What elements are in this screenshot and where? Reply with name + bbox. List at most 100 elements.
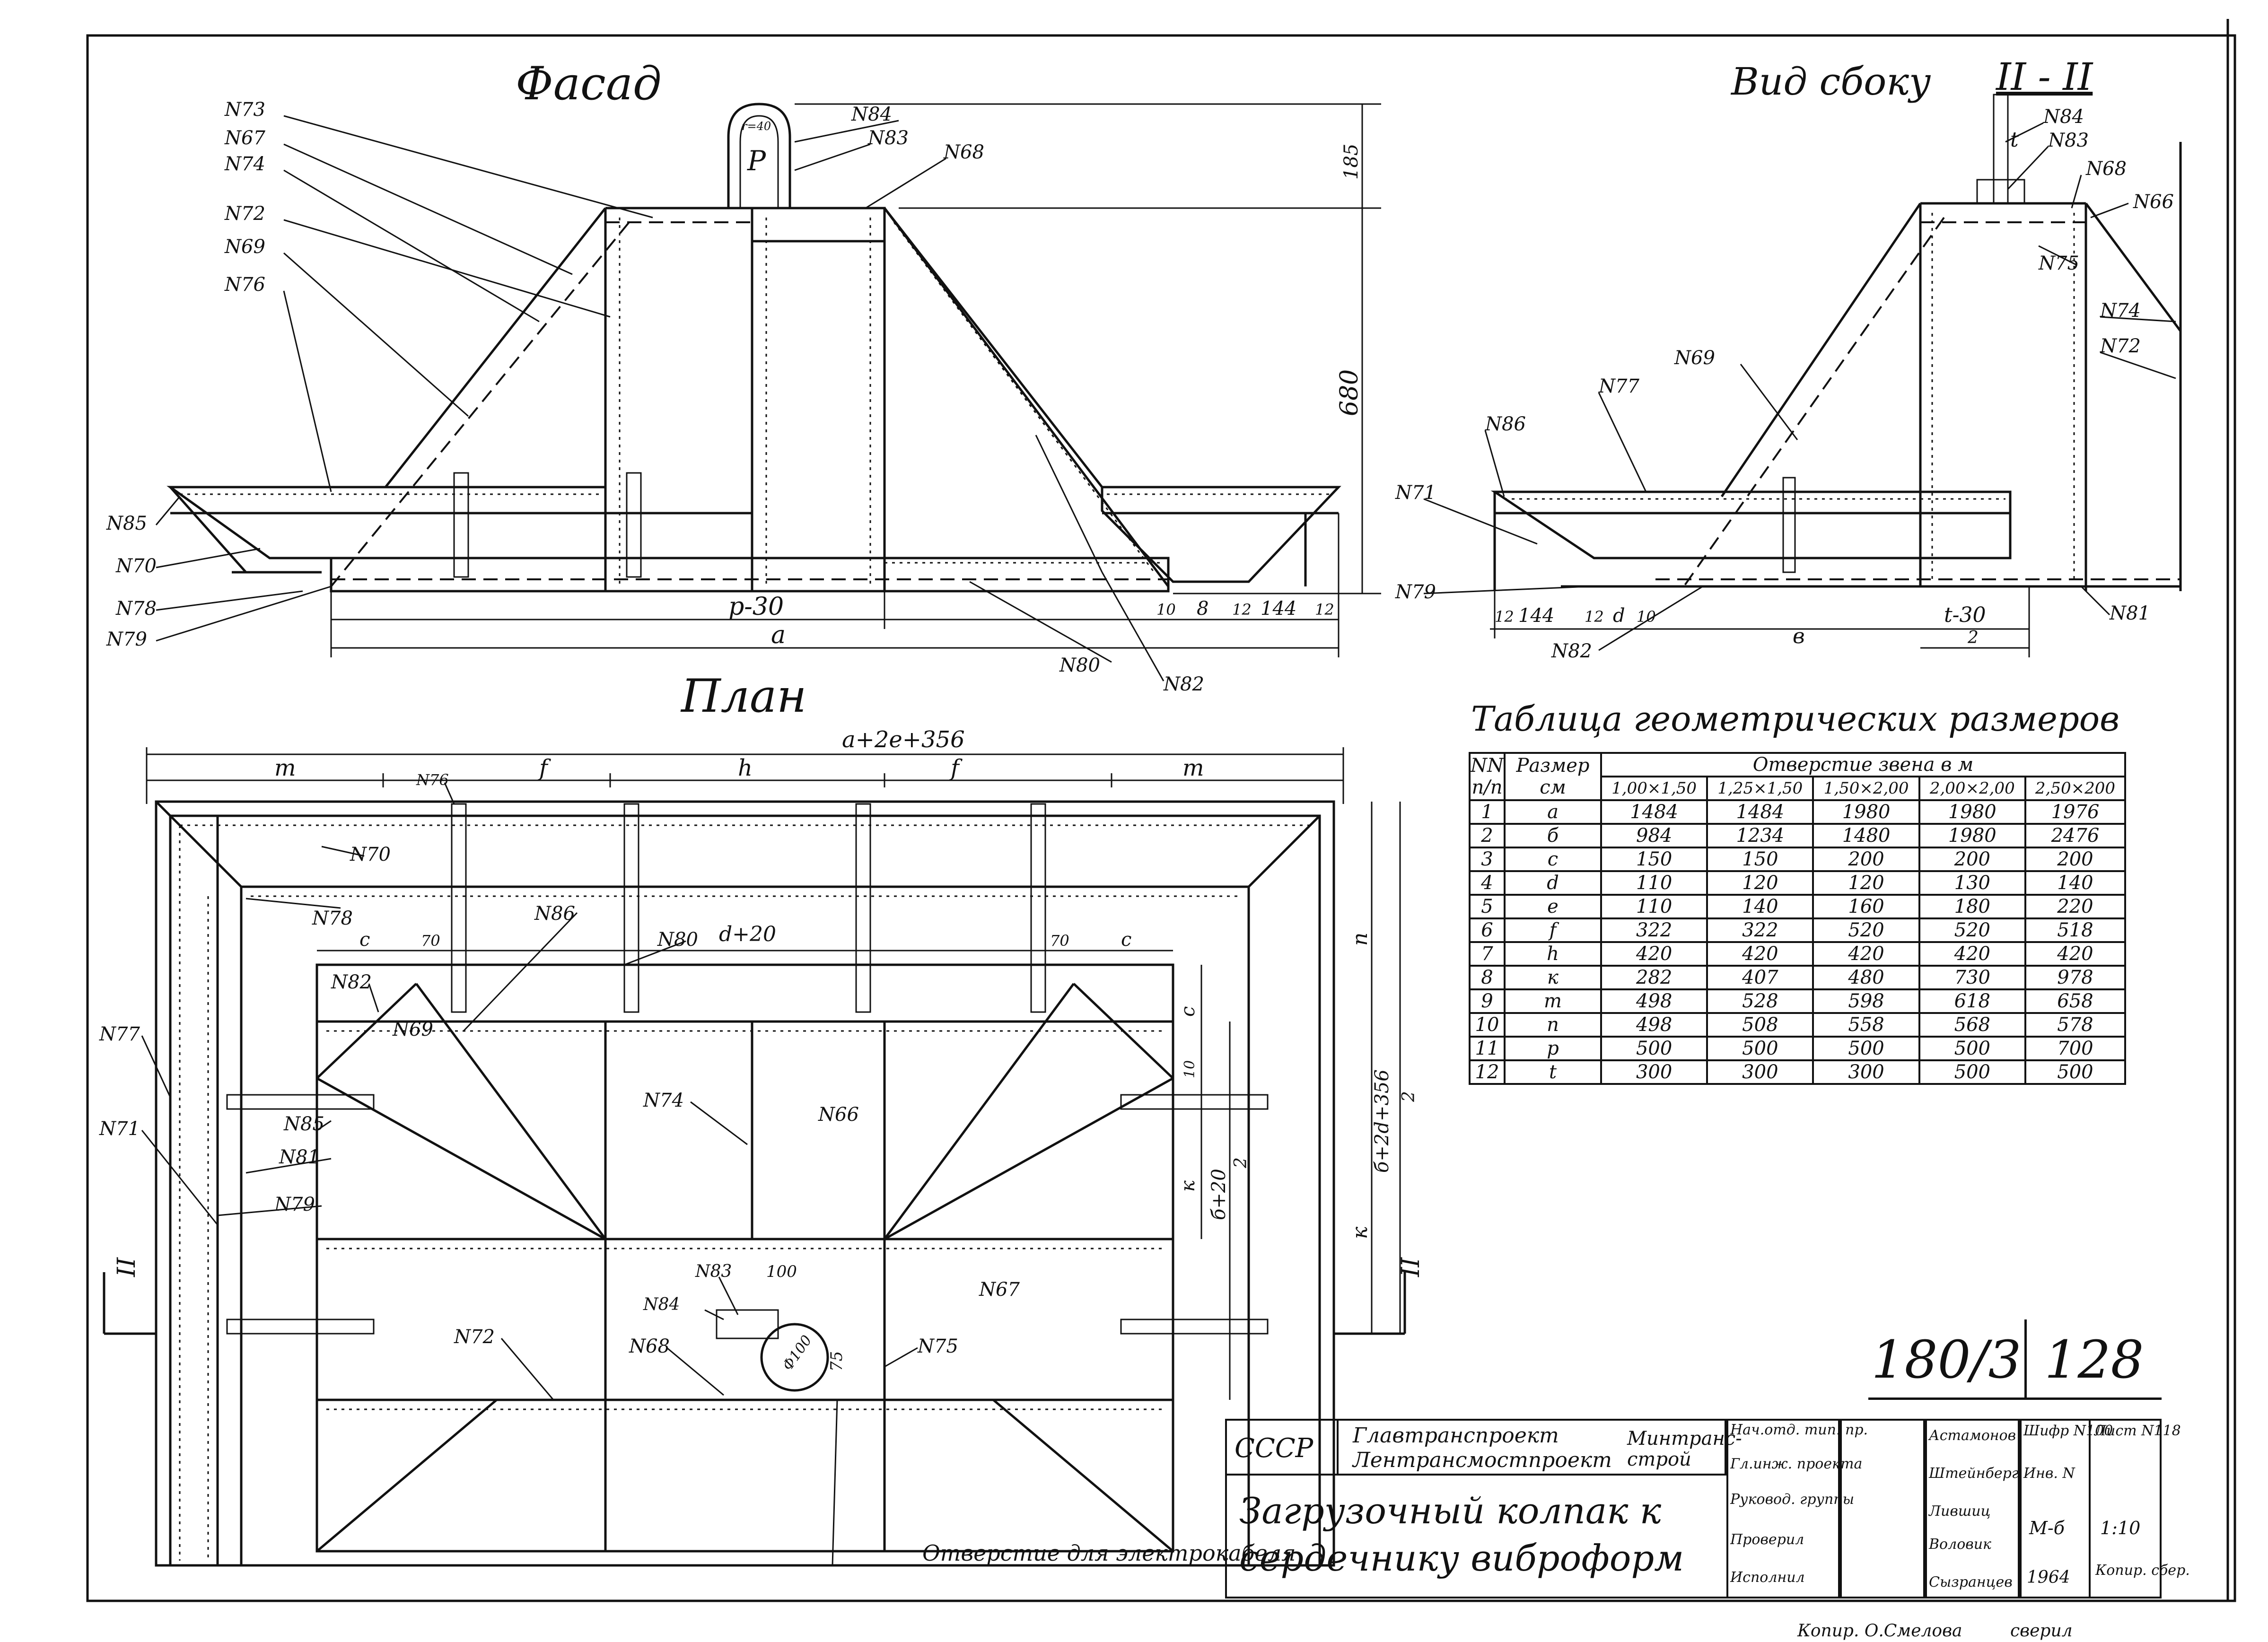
section-left: II xyxy=(113,1257,141,1277)
side-label-n69: N69 xyxy=(1674,347,1715,369)
table-cell-value: 500 xyxy=(1600,1036,1708,1061)
table-cell-value: 200 xyxy=(1918,847,2026,872)
table-cell-value: 180 xyxy=(1918,894,2026,919)
side-dim-t: t xyxy=(2010,128,2019,152)
table-cell-value: 520 xyxy=(1812,917,1920,943)
table-cell-value: 528 xyxy=(1706,988,1814,1014)
table-cell-value: 120 xyxy=(1812,870,1920,896)
tb-name-3: Воловик xyxy=(1929,1536,1991,1553)
table-cell-nn: 5 xyxy=(1469,894,1506,919)
geometry-table: NN п/п Размер см Отверстие звена в м 1,0… xyxy=(1469,752,2127,1085)
tb-cipher: Шифр N100 xyxy=(2023,1423,2113,1439)
plan-label-n78: N78 xyxy=(312,908,353,929)
facade-title: Фасад xyxy=(516,57,662,110)
hole-note: Отверстие для электрокабеля xyxy=(922,1540,1296,1566)
table-cell-value: 1484 xyxy=(1600,799,1708,825)
tb-role-0: Нач.отд. тип. пр. xyxy=(1730,1422,1868,1438)
plan-dim-f2: f xyxy=(949,755,963,781)
table-cell-value: 300 xyxy=(1706,1059,1814,1085)
plan-dim-70a: 70 xyxy=(421,932,440,950)
plan-dim-m2: m xyxy=(1182,755,1204,781)
plan-dim-100: 100 xyxy=(766,1262,797,1281)
plan-label-n68: N68 xyxy=(629,1336,670,1357)
plan-label-n71: N71 xyxy=(99,1118,140,1140)
table-cell-value: 700 xyxy=(2024,1036,2127,1061)
tb-year: 1964 xyxy=(2027,1568,2070,1587)
tb-role-3: Проверил xyxy=(1730,1531,1804,1548)
table-cell-nn: 8 xyxy=(1469,965,1506,990)
plan-dim-top: a+2e+356 xyxy=(842,726,965,753)
plan-dim-75: 75 xyxy=(827,1351,846,1371)
table-cell-value: 420 xyxy=(2024,941,2127,967)
table-cell-value: 150 xyxy=(1706,847,1814,872)
plan-label-n72: N72 xyxy=(454,1326,495,1348)
tb-name-4: Сызранцев xyxy=(1929,1574,2013,1590)
footer-checked: сверил xyxy=(2010,1621,2073,1641)
label-n80: N80 xyxy=(1059,655,1100,676)
side-dim-12: 12 xyxy=(1495,608,1514,626)
album-number: 180/3 xyxy=(1868,1319,2024,1400)
table-cell-value: 558 xyxy=(1812,1012,1920,1038)
table-cell-value: 110 xyxy=(1600,870,1708,896)
table-cell-value: 500 xyxy=(1918,1059,2026,1085)
table-cell-symbol: h xyxy=(1504,941,1602,967)
side-dim-144: 144 xyxy=(1518,605,1554,627)
table-cell-value: 2476 xyxy=(2024,823,2127,848)
side-view: Вид сбоку II - II t 12 144 12 d 10 xyxy=(1395,55,2182,662)
facade-view: Фасад P r=40 xyxy=(106,57,1381,695)
facade-leaders-left xyxy=(155,115,653,642)
table-cell-nn: 10 xyxy=(1469,1012,1506,1038)
table-cell-value: 498 xyxy=(1600,988,1708,1014)
tb-title-1: Загрузочный колпак к xyxy=(1239,1490,1662,1532)
table-cell-value: 1976 xyxy=(2024,799,2127,825)
plan-title: План xyxy=(680,670,806,723)
table-cell-nn: 4 xyxy=(1469,870,1506,896)
table-cell-nn: 2 xyxy=(1469,823,1506,848)
table-cell-value: 500 xyxy=(1706,1036,1814,1061)
table-cell-value: 1980 xyxy=(1918,823,2026,848)
table-cell-value: 500 xyxy=(1918,1036,2026,1061)
plan-label-n74: N74 xyxy=(643,1090,684,1111)
side-label-n83: N83 xyxy=(2048,130,2089,151)
tb-country: СССР xyxy=(1235,1433,1314,1464)
tb-name-1: Штейнберг xyxy=(1929,1465,2019,1482)
table-cell-value: 480 xyxy=(1812,965,1920,990)
plan-label-n69: N69 xyxy=(392,1019,433,1040)
side-dim-b: в xyxy=(1793,624,1805,648)
tb-inv: Инв. N xyxy=(2023,1465,2075,1482)
tb-list: Лист N118 xyxy=(2094,1423,2181,1439)
plan-label-n70: N70 xyxy=(350,844,391,865)
label-n69: N69 xyxy=(224,236,265,258)
table-cell-value: 140 xyxy=(1706,894,1814,919)
ring-p-label: P xyxy=(747,145,766,177)
tb-name-2: Лившиц xyxy=(1929,1503,1991,1520)
plan-dim-n: n xyxy=(1348,933,1372,946)
table-cell-nn: 3 xyxy=(1469,847,1506,872)
table-cell-symbol: б xyxy=(1504,823,1602,848)
label-n72: N72 xyxy=(224,203,265,225)
plan-dim-b2d-2: 2 xyxy=(1399,1091,1419,1102)
side-dim-d: d xyxy=(1613,605,1625,627)
table-cell-symbol: f xyxy=(1504,917,1602,943)
tb-scale: 1:10 xyxy=(2100,1518,2141,1538)
dim-p30: р-30 xyxy=(728,593,784,621)
table-cell-symbol: n xyxy=(1504,1012,1602,1038)
table-cell-value: 508 xyxy=(1706,1012,1814,1038)
tb-role-1: Гл.инж. проекта xyxy=(1730,1456,1863,1472)
plan-dim-phi: Ф100 xyxy=(779,1332,815,1373)
table-cell-value: 1980 xyxy=(1918,799,2026,825)
plan-label-n83: N83 xyxy=(695,1262,732,1281)
table-cell-value: 420 xyxy=(1600,941,1708,967)
label-n83: N83 xyxy=(867,127,909,149)
section-right: II xyxy=(1397,1257,1425,1277)
tb-org1: Главтранспроект xyxy=(1353,1424,1559,1448)
table-cell-value: 984 xyxy=(1600,823,1708,848)
table-cell-value: 407 xyxy=(1706,965,1814,990)
sheet-frame xyxy=(86,34,2236,1602)
dim-144: 144 xyxy=(1261,598,1296,620)
tb-name-0: Астамонов xyxy=(1929,1427,2016,1444)
table-cell-value: 300 xyxy=(1600,1059,1708,1085)
